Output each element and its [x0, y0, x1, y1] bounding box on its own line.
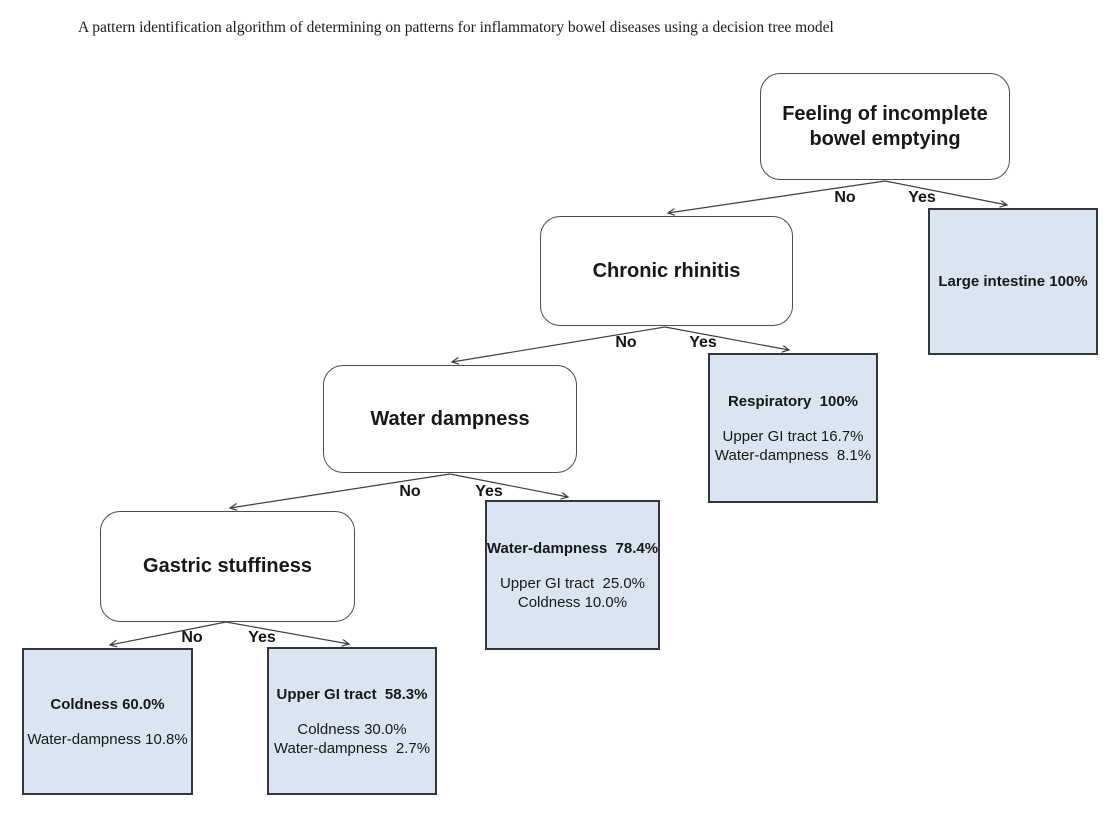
figure-caption: A pattern identification algorithm of de… [78, 19, 834, 36]
edge-gastric-yes [225, 621, 349, 644]
edge-label-yes: Yes [689, 334, 717, 351]
leaf-detail: Water-dampness 8.1% [714, 446, 872, 464]
edge-label-no: No [399, 483, 421, 500]
leaf-title: Respiratory 100% [727, 392, 859, 410]
edge-label-no: No [181, 629, 203, 646]
edge-label-yes: Yes [908, 189, 936, 206]
edge-water-yes [449, 473, 568, 497]
leaf-title: Large intestine 100% [938, 273, 1088, 290]
leaf-title: Coldness 60.0% [50, 695, 165, 713]
leaf-title: Water-dampness 78.4% [486, 539, 659, 557]
decision-node-root: Feeling of incomplete bowel emptying [760, 73, 1010, 180]
decision-node-chronic-rhinitis: Chronic rhinitis [540, 216, 793, 326]
leaf-details: Coldness 30.0% Water-dampness 2.7% [274, 720, 430, 758]
leaf-node-large-intestine: Large intestine 100% [928, 208, 1098, 355]
leaf-title: Upper GI tract 58.3% [276, 685, 428, 703]
edge-root-yes [884, 180, 1007, 205]
leaf-detail: Upper GI tract 25.0% [499, 574, 646, 592]
leaf-node-upper-gi-tract: Upper GI tract 58.3% Coldness 30.0% Wate… [267, 647, 437, 795]
decision-node-water-dampness: Water dampness [323, 365, 577, 473]
leaf-detail: Water-dampness 10.8% [27, 730, 188, 748]
leaf-details: Upper GI tract 16.7% Water-dampness 8.1% [715, 427, 871, 465]
leaf-detail: Upper GI tract 16.7% [722, 427, 864, 445]
leaf-node-respiratory: Respiratory 100% Upper GI tract 16.7% Wa… [708, 353, 878, 503]
leaf-node-water-dampness: Water-dampness 78.4% Upper GI tract 25.0… [485, 500, 660, 650]
leaf-detail: Coldness 10.0% [517, 593, 628, 611]
leaf-detail: Coldness 30.0% [297, 720, 407, 738]
decision-node-label: Water dampness [370, 407, 530, 430]
edge-label-no: No [615, 334, 637, 351]
decision-node-label: Gastric stuffiness [143, 555, 312, 577]
edge-chronic-yes [664, 326, 789, 350]
decision-node-label: Feeling of incomplete bowel emptying [782, 102, 988, 150]
leaf-details: Upper GI tract 25.0% Coldness 10.0% [500, 574, 645, 612]
decision-node-label: Chronic rhinitis [592, 259, 741, 282]
leaf-details: Water-dampness 10.8% [27, 730, 187, 749]
edge-label-yes: Yes [248, 629, 276, 646]
leaf-node-coldness: Coldness 60.0% Water-dampness 10.8% [22, 648, 193, 795]
leaf-detail: Water-dampness 2.7% [273, 739, 431, 757]
edge-gastric-no [110, 621, 227, 645]
edge-label-no: No [834, 189, 856, 206]
edge-label-yes: Yes [475, 483, 503, 500]
decision-node-gastric-stuffiness: Gastric stuffiness [100, 511, 355, 622]
